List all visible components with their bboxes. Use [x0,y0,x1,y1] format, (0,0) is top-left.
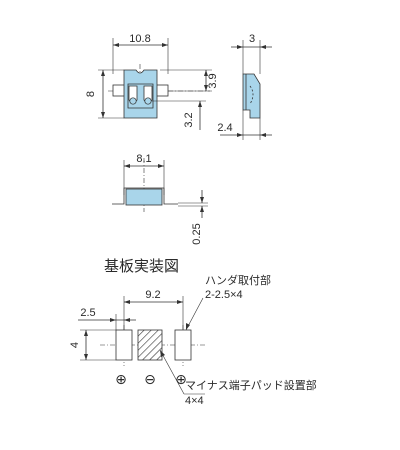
right-lead-tab [155,84,169,97]
left-lead-tab [112,84,126,97]
top-view: 10.8 8 3.9 3.2 [85,33,219,130]
thickness-label: 0.25 [191,223,203,244]
side-view: 3 2.4 [217,33,272,140]
minus-pad-label: マイナス端子パッド設置部 [185,378,317,392]
solder-pad-right [174,329,192,361]
minus-pad-leader [159,349,185,395]
right-hole [144,97,152,105]
holder-body-top [123,69,158,119]
left-hole [129,97,137,105]
top-width-label: 10.8 [129,33,150,45]
offset-label: 2.5 [80,307,95,319]
solder-label: ハンダ取付部 [205,273,271,287]
side-width-label: 3 [249,33,255,45]
hole-offset-label: 3.9 [207,73,219,88]
front-view: 8.1 0.25 [112,153,208,245]
holder-body-front [125,188,163,206]
solder-spec-label: 2-2.5×4 [205,289,243,301]
top-height-label: 8 [85,91,97,97]
holder-body-side [242,73,261,119]
hole-gap-label: 3.2 [183,112,195,127]
minus-symbol: ⊖ [144,372,156,388]
minus-terminal-pad [137,329,163,361]
pcb-layout: 基板実装図 ハンダ取付部 2-2.5×4 9.2 2.5 4 [69,257,317,407]
minus-pad-spec-label: 4×4 [185,395,204,407]
pitch-label: 9.2 [145,289,160,301]
side-lead-label: 2.4 [217,122,232,134]
metal-clip [112,187,178,205]
plus-symbol-left: ⊕ [115,372,127,388]
pad-height-label: 4 [69,342,81,348]
solder-pad-left [115,329,133,361]
plus-symbol-right: ⊕ [175,372,187,388]
pcb-layout-title: 基板実装図 [104,257,179,275]
